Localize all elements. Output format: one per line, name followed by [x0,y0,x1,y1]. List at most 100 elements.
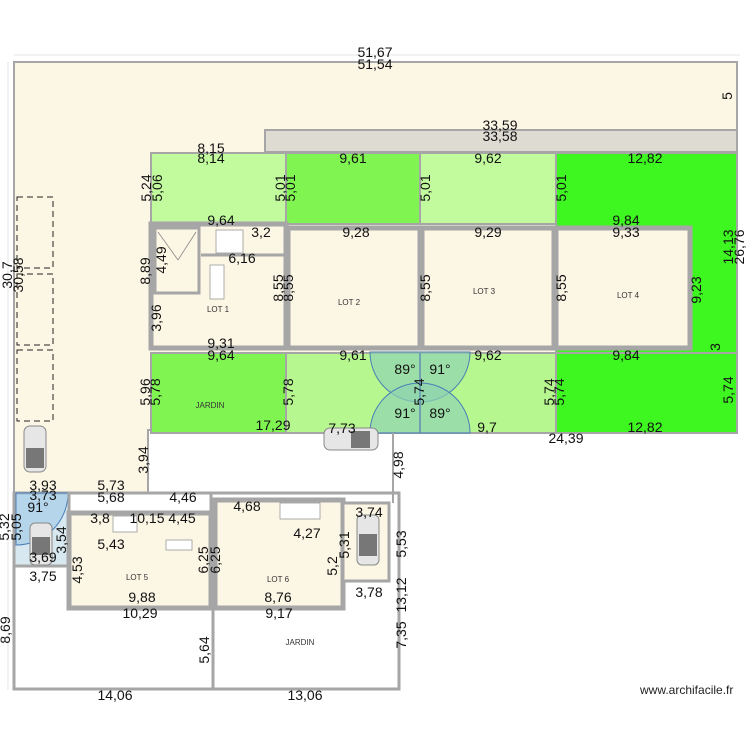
dim-label: 91° [394,405,415,421]
dim-label: 8,76 [264,589,291,605]
dim-label: 5,01 [417,174,433,201]
dim-label: 9,61 [339,347,366,363]
watermark: www.archifacile.fr [640,683,734,697]
dim-label: 5,64 [196,636,212,663]
dim-label: 3,78 [355,584,382,600]
lot-3-label: LOT 3 [473,287,496,296]
dim-label: 12,82 [627,150,662,166]
dim-label: 9,64 [207,212,234,228]
dim-label: 4,68 [233,498,260,514]
dim-label: 3,75 [29,568,56,584]
dim-label: 13,06 [287,687,322,703]
dim-label: 51,67 [357,44,392,60]
dim-label: 4,45 [168,510,195,526]
dim-label: 5,01 [553,174,569,201]
dim-label: 6,25 [207,546,223,573]
dim-label: 9,23 [688,276,704,303]
lot-6-label: LOT 6 [267,575,290,584]
dim-label: 9,17 [265,605,292,621]
lot-2-room [285,225,423,351]
lot-3-room [419,225,557,351]
dim-label: 4,27 [293,525,320,541]
dim-label: 5,32 [0,513,12,540]
dim-label: 12,82 [627,419,662,435]
dim-label: 5,06 [149,174,165,201]
dim-label: 3,93 [29,477,56,493]
dim-label: 5,24 [138,174,154,201]
dim-label: 3,96 [148,304,164,331]
dim-label: 5,01 [282,174,298,201]
dim-label: 33,59 [482,117,517,133]
dim-label: 5,74 [551,378,567,405]
dim-label: 8,55 [280,274,296,301]
dim-label: 5,53 [393,530,409,557]
dim-label: 9,64 [207,347,234,363]
car-icon [23,425,47,473]
dim-label: 6,25 [195,546,211,573]
dim-label: 8,14 [197,150,224,166]
dim-label: 51,54 [357,56,392,72]
dim-label: 3,2 [251,224,271,240]
dim-label: 8,55 [417,274,433,301]
dim-label: 9,62 [474,347,501,363]
jardin-bottom-label: JARDIN [286,638,315,647]
dim-label: 30,58 [10,257,26,292]
dim-label: 4,46 [169,489,196,505]
dim-label: 9,84 [612,347,639,363]
dim-label: 9,7 [477,419,497,435]
dim-label: 14,06 [97,687,132,703]
dim-label: 5,05 [8,513,24,540]
dim-label: 5,74 [541,378,557,405]
dim-label: 13,12 [393,577,409,612]
dim-label: 4,53 [69,556,85,583]
dim-label: 3 [707,343,723,351]
dim-label: 9,28 [342,224,369,240]
dim-label: 5,01 [272,174,288,201]
dim-label: 5,68 [97,489,124,505]
dim-label: 5,73 [97,477,124,493]
dim-label: 8,69 [0,616,13,643]
dim-label: 5,78 [147,378,163,405]
dim-label: 89° [394,361,415,377]
dim-label: 9,62 [474,150,501,166]
dim-label: 5,74 [411,378,427,405]
dim-label: 3,73 [29,487,56,503]
lot-4-label: LOT 4 [617,291,640,300]
lot-5-room [66,510,214,611]
dim-label: 9,33 [612,224,639,240]
jardin-top-label: JARDIN [196,401,225,410]
dim-label: 3,94 [135,446,151,473]
lot-4-room [553,225,693,351]
dim-label: 17,29 [255,417,290,433]
dim-label: 10,15 [129,510,164,526]
dim-label: 5,43 [97,536,124,552]
dim-label: 9,29 [474,224,501,240]
dim-label: 9,84 [612,212,639,228]
dim-label: 30,7 [0,261,15,288]
dim-label: 5,74 [720,376,736,403]
lot-5-label: LOT 5 [126,573,149,582]
dim-label: 9,88 [128,589,155,605]
dim-label: 33,58 [482,128,517,144]
jardin-4 [555,352,738,434]
dim-label: 3,54 [53,526,69,553]
dim-label: 9,61 [339,150,366,166]
dim-label: 5,2 [324,556,340,576]
dim-label: 26,76 [731,229,747,264]
lot-6-room [212,497,346,611]
dim-label: 91° [27,499,48,515]
car-icon [323,427,379,451]
garden-3 [419,152,557,225]
dim-label: 14,13 [720,229,736,264]
dim-label: 8,15 [197,140,224,156]
lot-2-label: LOT 2 [338,298,361,307]
dim-label: 5,78 [280,378,296,405]
dim-label: 3,8 [90,510,110,526]
dim-label: 8,55 [553,274,569,301]
dim-label: 9,31 [207,335,234,351]
dim-label: 5,31 [336,531,352,558]
dim-label: 8,89 [137,257,153,284]
dim-label: 3,69 [29,549,56,565]
dim-label: 4,49 [153,246,169,273]
